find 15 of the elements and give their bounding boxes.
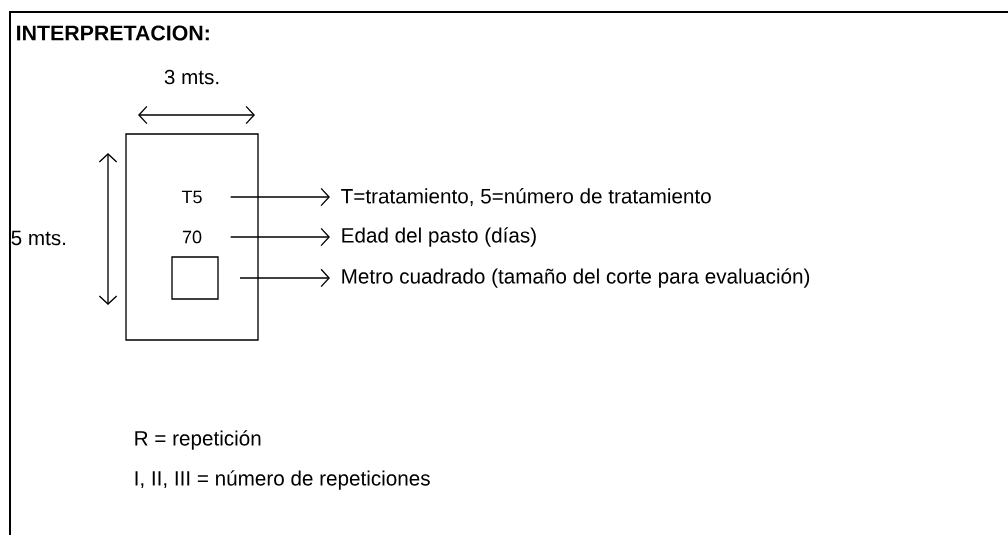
arrow	[230, 227, 330, 247]
note-text: I, II, III = número de repeticiones	[135, 470, 430, 490]
plot-label: T5	[181, 190, 202, 204]
dimension-label: 3 mts.	[164, 69, 219, 85]
plot-box	[125, 133, 259, 341]
note-text: R = repetición	[135, 430, 261, 450]
plot-label: 70	[182, 230, 202, 244]
dimension-label: 5 mts.	[11, 230, 66, 246]
arrow	[239, 268, 330, 288]
heading: INTERPRETACION:	[17, 25, 209, 41]
arrow	[230, 187, 330, 207]
legend-text: Metro cuadrado (tamaño del corte para evaluación)	[342, 268, 810, 288]
legend-text: T=tratamiento, 5=número de tratamiento	[341, 188, 711, 206]
square-marker	[171, 256, 219, 300]
legend-text: Edad del pasto (días)	[342, 227, 536, 247]
